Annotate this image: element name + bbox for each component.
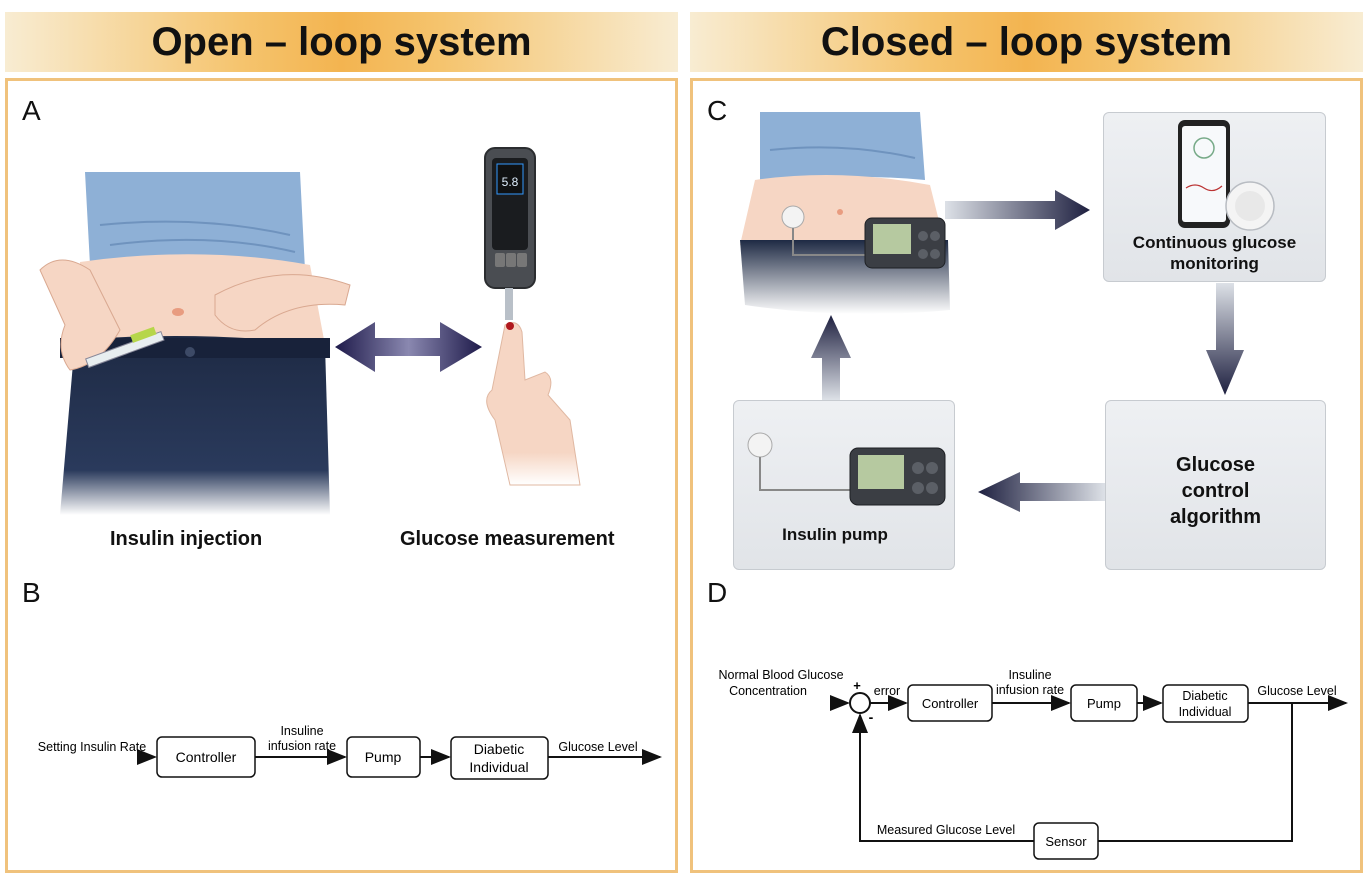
algorithm-label: Glucose control algorithm: [1105, 452, 1326, 530]
finger-hand: [486, 322, 581, 486]
d-summing-junction: [849, 692, 871, 714]
d-feedback-line-right: [1098, 703, 1293, 842]
closed-loop-title: Closed – loop system: [820, 19, 1233, 64]
panel-a-letter: A: [22, 95, 41, 126]
double-arrow-icon: [335, 322, 482, 372]
d-rate-label-1: Insuline: [1008, 668, 1051, 682]
d-feedback-label: Measured Glucose Level: [877, 823, 1015, 837]
panel-c-letter: C: [707, 95, 728, 126]
open-loop-title: Open – loop system: [151, 19, 532, 64]
b-diabetic-label-1: Diabetic: [474, 741, 525, 757]
b-rate-label-2: infusion rate: [268, 739, 336, 753]
closed-loop-header: Closed – loop system: [690, 12, 1363, 72]
b-diabetic-label-2: Individual: [469, 759, 528, 775]
d-output-label: Glucose Level: [1257, 684, 1336, 698]
insulin-pump-icon: [747, 432, 946, 506]
cgm-label: Continuous glucose monitoring: [1132, 233, 1297, 273]
c-arrow-to-cgm: [945, 190, 1090, 230]
panel-d-letter: D: [707, 577, 728, 608]
d-diabetic-label-2: Individual: [1179, 705, 1232, 719]
d-sensor-label: Sensor: [1045, 834, 1087, 849]
d-error-label: error: [874, 684, 900, 698]
c-arrow-to-algorithm: [1206, 283, 1244, 395]
d-minus-sign: -: [869, 709, 874, 725]
b-controller-label: Controller: [176, 749, 237, 765]
algorithm-card: [1105, 400, 1326, 570]
shirt: [85, 172, 305, 270]
insulin-injection-caption: Insulin injection: [110, 528, 263, 550]
algorithm-label-1: Glucose: [1176, 454, 1255, 476]
b-pump-label: Pump: [365, 749, 402, 765]
glucose-meter-icon: 5.8: [484, 147, 536, 320]
d-pump-label: Pump: [1087, 696, 1121, 711]
d-plus-sign: +: [853, 678, 861, 693]
d-controller-label: Controller: [922, 696, 979, 711]
jeans: [60, 336, 330, 515]
glucose-measurement-caption: Glucose measurement: [400, 528, 615, 550]
b-rate-label-1: Insuline: [280, 724, 323, 738]
d-input-label-2: Concentration: [729, 684, 807, 698]
right-hand: [214, 274, 351, 332]
c-body-pump-icon: [864, 217, 946, 269]
cgm-phone-icon: [1178, 120, 1230, 228]
c-arrow-to-body: [811, 315, 851, 400]
insulin-pump-label: Insulin pump: [782, 525, 888, 544]
b-output-label: Glucose Level: [558, 740, 637, 754]
panel-b-letter: B: [22, 577, 41, 608]
d-feedback-line-left: [852, 713, 1034, 842]
algorithm-label-3: algorithm: [1169, 506, 1262, 528]
syringe-icon: [85, 326, 165, 369]
d-diabetic-label-1: Diabetic: [1182, 689, 1227, 703]
d-input-label-1: Normal Blood Glucose: [718, 668, 843, 682]
open-loop-header: Open – loop system: [5, 12, 678, 72]
d-rate-label-2: infusion rate: [996, 683, 1064, 697]
algorithm-label-2: control: [1181, 480, 1250, 502]
b-input-label: Setting Insulin Rate: [38, 740, 146, 754]
c-arrow-to-pump: [978, 472, 1105, 512]
meter-reading: 5.8: [502, 175, 519, 189]
